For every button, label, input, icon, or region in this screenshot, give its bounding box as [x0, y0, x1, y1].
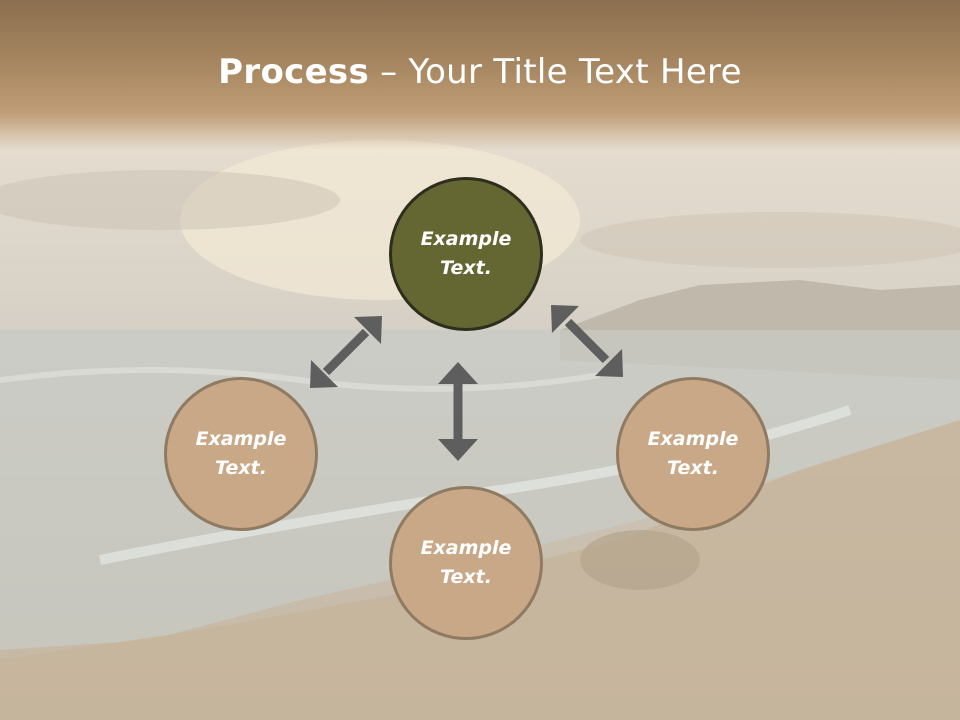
title-rest: Your Title Text Here [408, 52, 742, 92]
pebble-beach [0, 420, 960, 720]
wave [0, 367, 601, 392]
circle-right: Example Text. [616, 377, 770, 531]
circle-bottom: Example Text. [389, 486, 543, 640]
circle-right-label: Example Text. [647, 428, 739, 479]
title-bold: Process [218, 52, 370, 92]
title-band [0, 0, 960, 150]
center-circle-label: Example Text. [420, 228, 512, 279]
cloud [580, 212, 960, 268]
cloud [0, 170, 340, 230]
title-dash: – [369, 52, 409, 92]
circle-left: Example Text. [164, 377, 318, 531]
center-circle-top: Example Text. [389, 177, 543, 331]
circle-bottom-label: Example Text. [420, 537, 512, 588]
circle-left-label: Example Text. [195, 428, 287, 479]
slide-title: Process – Your Title Text Here [0, 52, 960, 92]
rocks [580, 530, 700, 590]
